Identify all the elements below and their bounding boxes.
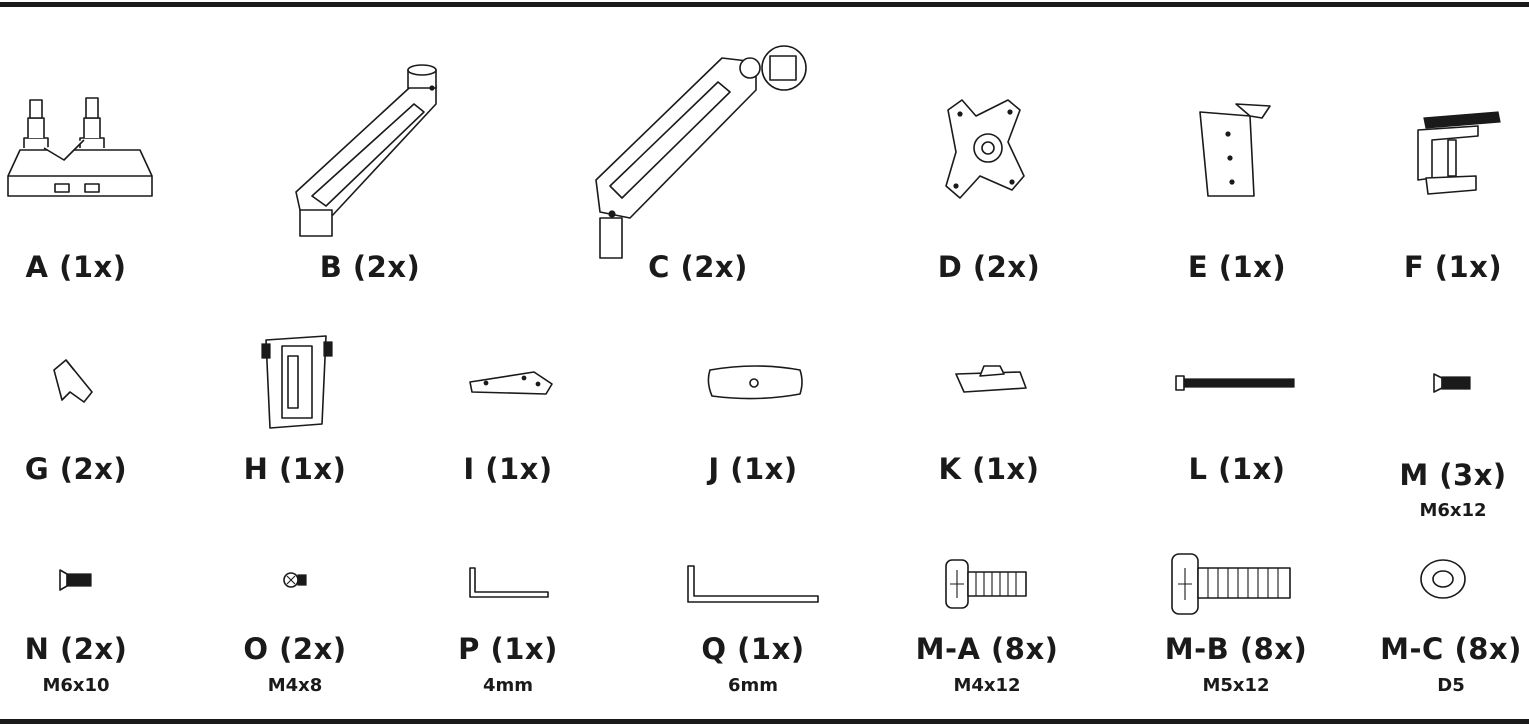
part-spec-o: M4x8	[267, 675, 323, 696]
part-label-l: L (1x)	[1188, 452, 1286, 486]
part-label-f: F (1x)	[1403, 250, 1503, 284]
top-rule	[0, 2, 1529, 7]
part-label-m-b: M-B (8x)	[1164, 632, 1308, 666]
part-label-j: J (1x)	[708, 452, 798, 486]
part-label-o: O (2x)	[243, 632, 347, 666]
part-label-a: A (1x)	[25, 250, 127, 284]
part-label-h: H (1x)	[243, 452, 347, 486]
part-label-m-a: M-A (8x)	[915, 632, 1059, 666]
part-label-d: D (2x)	[937, 250, 1041, 284]
part-label-m-c: M-C (8x)	[1380, 632, 1522, 666]
part-label-c: C (2x)	[648, 250, 748, 284]
part-label-q: Q (1x)	[701, 632, 805, 666]
part-label-k: K (1x)	[938, 452, 1040, 486]
part-spec-m: M6x12	[1419, 500, 1487, 521]
part-spec-m-a: M4x12	[953, 675, 1021, 696]
part-label-p: P (1x)	[458, 632, 558, 666]
part-label-b: B (2x)	[319, 250, 421, 284]
part-spec-n: M6x10	[42, 675, 110, 696]
part-label-m: M (3x)	[1399, 458, 1507, 492]
part-label-i: I (1x)	[463, 452, 553, 486]
part-spec-q: 6mm	[727, 675, 779, 696]
bottom-rule	[0, 719, 1529, 724]
part-spec-m-c: D5	[1437, 675, 1465, 696]
part-label-n: N (2x)	[24, 632, 128, 666]
part-label-g: G (2x)	[24, 452, 128, 486]
part-label-e: E (1x)	[1187, 250, 1287, 284]
part-spec-m-b: M5x12	[1202, 675, 1270, 696]
part-spec-p: 4mm	[482, 675, 534, 696]
